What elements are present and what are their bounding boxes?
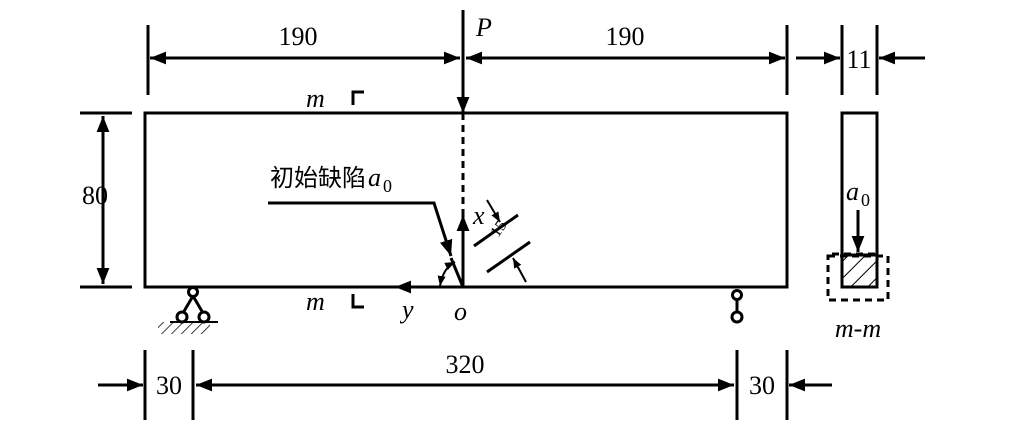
dim-right-span: 190 <box>606 22 645 51</box>
y-axis-label: y <box>399 295 414 324</box>
dim-support-span: 320 <box>446 350 485 379</box>
section-title: m-m <box>835 314 881 343</box>
dim-height: 80 <box>82 181 108 210</box>
dim-left-span: 190 <box>279 22 318 51</box>
section-mark-top: m <box>306 84 325 113</box>
dim-offset: 15 <box>487 217 510 240</box>
load-label: P <box>475 13 492 42</box>
section-crack-sub: 0 <box>861 190 870 210</box>
dim-left-overhang: 30 <box>156 371 182 400</box>
section-crack-symbol: a <box>846 177 859 206</box>
x-axis-label: x <box>472 201 485 230</box>
dim-thickness: 11 <box>846 45 871 74</box>
crack-leader <box>268 201 453 257</box>
crack-label: 初始缺陷 <box>270 164 366 192</box>
dim-right-overhang: 30 <box>749 371 775 400</box>
crack-sub: 0 <box>383 176 392 196</box>
beam <box>143 111 789 289</box>
origin-label: o <box>454 297 467 326</box>
section-mark-bottom: m <box>306 287 325 316</box>
crack-symbol: a <box>368 163 381 192</box>
